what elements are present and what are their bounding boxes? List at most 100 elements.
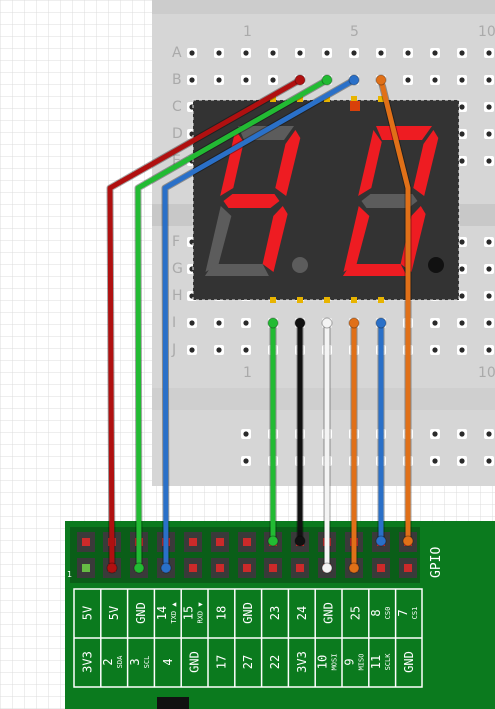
column-label-10-bottom: 10 [478,365,495,381]
wire-black-gpio24-end [294,317,306,329]
display-pin-bottom [351,297,357,303]
pin-label-bottom-row: 17 [214,655,228,669]
display-pin-marker [350,101,360,111]
breadboard-hole-center [486,158,492,164]
wire-orange-miso-end [348,562,360,574]
pin1-marker: 1 [67,570,72,579]
breadboard-hole-center [243,458,249,464]
pin-label-top-row: 5V [80,606,94,620]
row-label-j: J [171,342,176,358]
breadboard-hole-center [486,347,492,353]
breadboard-hole-center [432,431,438,437]
pin-sublabel: SDA [116,655,124,668]
breadboard-hole-center [459,320,465,326]
row-label-i: I [172,315,176,331]
breadboard-hole-center [243,77,249,83]
header-pin-top-center [243,538,251,546]
decimal-point-right [428,257,444,273]
column-label-1-bottom: 1 [243,365,252,381]
segment-d [204,264,269,276]
row-label-g: G [172,261,183,277]
breadboard-hole-center [189,50,195,56]
breadboard-hole-center [270,77,276,83]
breadboard-hole-center [270,50,276,56]
wire-red-5v[interactable] [107,77,303,571]
wire-orange-cs1-end [375,74,387,86]
header-pin-bottom-center [189,564,197,572]
wire-green-gnd-end [321,74,333,86]
pin-sublabel: TXD ▲ [170,602,178,624]
wire-green-gnd[interactable] [135,77,330,571]
segment-c [262,206,288,272]
digit-right [342,126,439,276]
pin-label-bottom-row: 27 [241,655,255,669]
wire-blue-cs0-end [375,317,387,329]
segment-e [343,206,370,272]
pin-sublabel: SCL [143,656,151,669]
header-pin-top-center [216,538,224,546]
pin-label-bottom-row: 3V3 [295,651,309,673]
breadboard-hole-center [432,458,438,464]
breadboard-hole-center [243,431,249,437]
pin-label-bottom-row: 2 [101,658,115,665]
pin-label-bottom-row: 9 [342,658,356,665]
pin-label-top-row: 15 [182,606,196,620]
breadboard-hole-center [432,50,438,56]
breadboard-hole-center [405,77,411,83]
decimal-point-left [292,257,308,273]
breadboard-hole-center [486,131,492,137]
wire-red-5v-end [294,74,306,86]
pin-label-top-row: GND [241,602,255,624]
column-label-10-top: 10 [478,24,495,40]
breadboard-hole-center [243,50,249,56]
board-connector [157,697,189,709]
pin-label-top-row: 24 [295,606,309,620]
breadboard-hole-center [243,320,249,326]
wire-orange-cs1[interactable] [378,77,411,544]
segment-b [275,130,301,196]
segment-g [361,194,418,208]
header-pin-top-center [82,538,90,546]
wire-blue-gpio4[interactable] [162,77,357,571]
breadboard-hole-center [459,431,465,437]
breadboard-hole-center [486,320,492,326]
pin-label-bottom-row: 11 [369,655,383,669]
row-label-a: A [172,45,182,61]
breadboard-hole-center [216,347,222,353]
gpio-label: GPIO [429,547,444,578]
display-pin-top [270,96,276,102]
column-label-5-top: 5 [350,24,359,40]
breadboard-hole-center [486,266,492,272]
segment-f [358,130,382,196]
pin-label-top-row: 18 [214,606,228,620]
segment-g [223,194,280,208]
pin-label-bottom-row: GND [402,651,416,673]
breadboard-hole-center [351,50,357,56]
breadboard-hole-center [459,77,465,83]
breadboard-hole-center [432,347,438,353]
pin-label-top-row: GND [134,602,148,624]
breadboard-hole-center [405,50,411,56]
breadboard-hole-center [459,104,465,110]
header-pin-bottom-center [243,564,251,572]
segment-d [342,264,407,276]
breadboard-hole-center [459,50,465,56]
seven-segment-display[interactable] [192,96,460,303]
pin-label-bottom-row: 3 [128,658,142,665]
display-pin-top [378,96,384,102]
breadboard-hole-center [324,50,330,56]
display-pin-top [297,96,303,102]
breadboard-hole-center [297,50,303,56]
header-pin-bottom-center [82,564,90,572]
breadboard-hole-center [486,293,492,299]
breadboard-hole-center [486,104,492,110]
row-label-f: F [172,234,180,250]
header-pin-bottom-center [269,564,277,572]
breadboard-hole-center [243,347,249,353]
pin-label-top-row: 8 [369,609,383,616]
breadboard-hole-center [459,458,465,464]
pin-label-bottom-row: 3V3 [80,651,94,673]
header-pin-bottom-center [404,564,412,572]
wire-blue-gpio4-end [160,562,172,574]
